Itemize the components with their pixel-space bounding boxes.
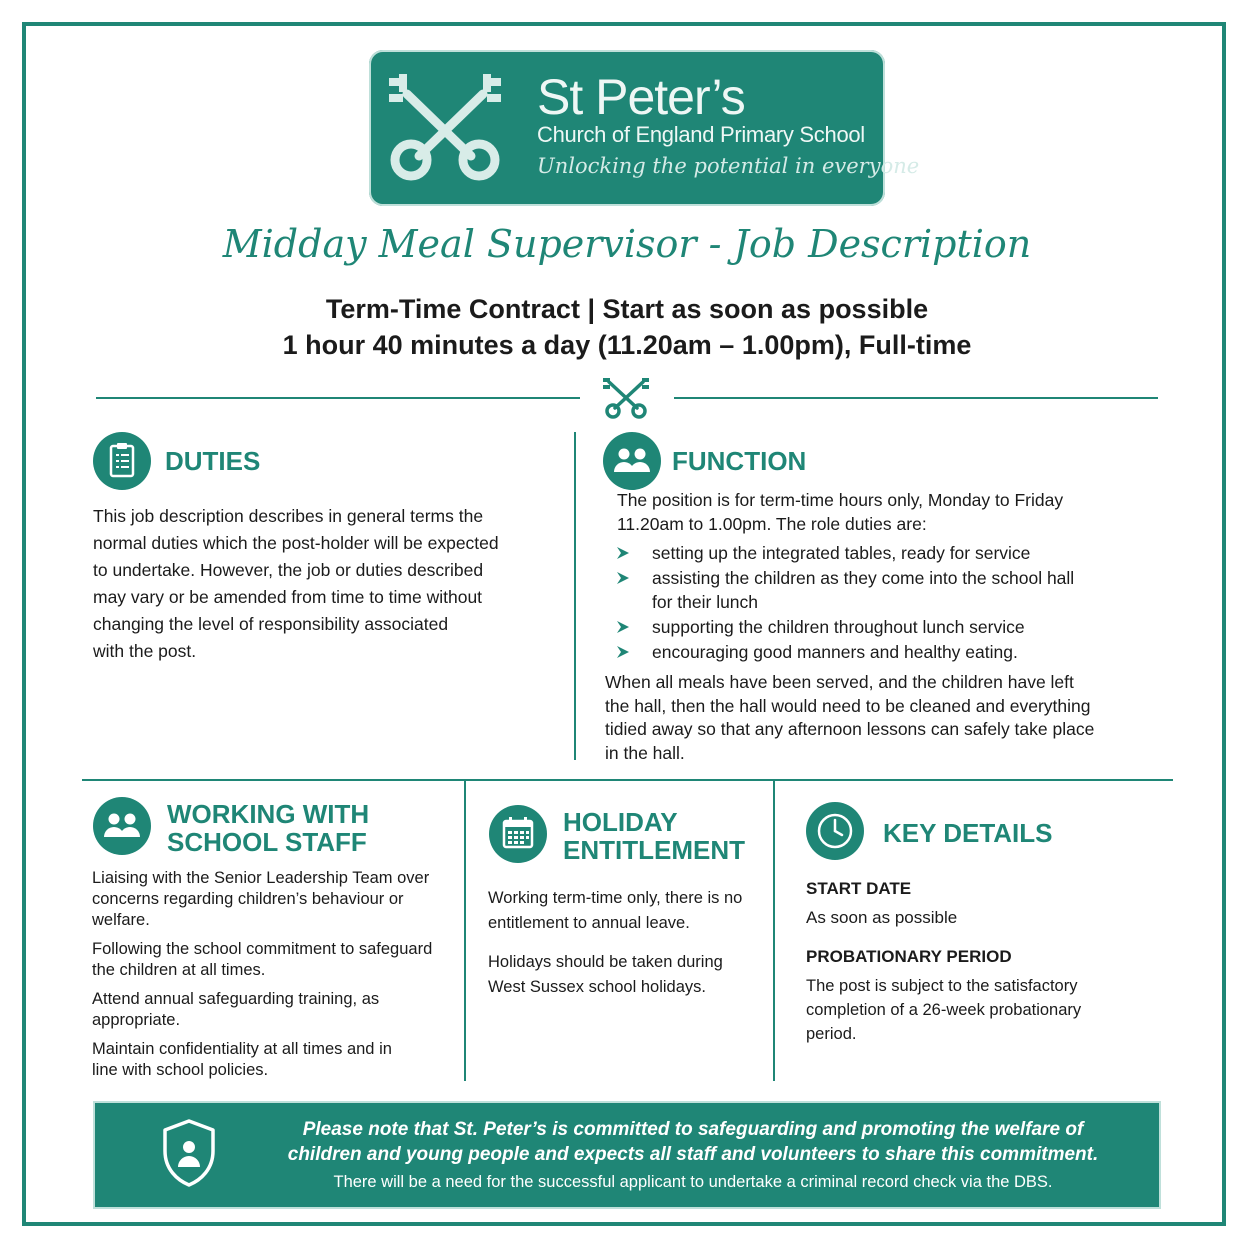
key-details-heading: KEY DETAILS — [883, 818, 1053, 848]
duties-line: may vary or be amended from time to time… — [93, 587, 483, 607]
holiday-para: Holidays should be taken during West Sus… — [488, 953, 723, 996]
list-item: setting up the integrated tables, ready … — [614, 541, 1134, 565]
duties-heading: DUTIES — [165, 446, 261, 476]
contract-line: Term-Time Contract | Start as soon as po… — [325, 294, 929, 324]
working-item: Attend annual safeguarding training, as … — [92, 990, 380, 1029]
clock-icon — [806, 802, 864, 860]
holiday-heading-line: ENTITLEMENT — [563, 835, 745, 865]
notice-line: children and young people and expects al… — [287, 1144, 1099, 1165]
function-closing-line: in the hall. — [605, 742, 685, 763]
function-closing-line: When all meals have been served, and the… — [605, 672, 1074, 692]
bullet-text: supporting the children throughout lunch… — [652, 617, 1025, 637]
working-heading-line: WORKING WITH — [167, 799, 370, 829]
safeguarding-notice: Please note that St. Peter’s is committe… — [93, 1101, 1161, 1209]
holiday-para: Working term-time only, there is no enti… — [488, 889, 743, 932]
arrow-bullet-icon — [617, 646, 629, 658]
column-divider — [574, 432, 576, 760]
working-item: Liaising with the Senior Leadership Team… — [92, 869, 430, 929]
duties-line: This job description describes in genera… — [93, 506, 484, 526]
list-item: assisting the children as they come into… — [614, 566, 1092, 614]
calendar-icon — [489, 805, 547, 863]
start-date-value: As soon as possible — [806, 908, 958, 927]
holiday-heading: HOLIDAY ENTITLEMENT — [563, 808, 745, 864]
divider-left — [96, 397, 580, 399]
working-item: Following the school commitment to safeg… — [92, 940, 433, 979]
function-heading: FUNCTION — [672, 446, 807, 476]
duties-line: with the post. — [93, 641, 197, 661]
holiday-text: Working term-time only, there is no enti… — [488, 886, 758, 1000]
page-border — [22, 22, 1226, 1226]
working-heading: WORKING WITH SCHOOL STAFF — [167, 800, 369, 856]
arrow-bullet-icon — [617, 621, 629, 633]
function-closing: When all meals have been served, and the… — [605, 671, 1165, 765]
arrow-bullet-icon — [617, 547, 629, 559]
working-item: Maintain confidentiality at all times an… — [92, 1040, 392, 1079]
probation-label: PROBATIONARY PERIOD — [806, 947, 1012, 966]
page-title: Midday Meal Supervisor - Job Description — [222, 222, 1032, 266]
column-divider — [773, 781, 775, 1081]
function-closing-line: the hall, then the hall would need to be… — [605, 695, 1091, 716]
row-divider — [82, 779, 1173, 781]
school-subtitle: Church of England Primary School — [537, 122, 865, 147]
list-item: encouraging good manners and healthy eat… — [614, 640, 1134, 664]
school-motto: Unlocking the potential in everyone — [537, 154, 920, 178]
probation-value: The post is subject to the satisfactory … — [806, 977, 1082, 1043]
hours-line: 1 hour 40 minutes a day (11.20am – 1.00p… — [282, 330, 972, 360]
column-divider — [464, 781, 466, 1081]
start-date-label: START DATE — [806, 879, 912, 898]
list-item: supporting the children throughout lunch… — [614, 615, 1134, 639]
working-text: Liaising with the Senior Leadership Team… — [92, 868, 437, 1081]
function-intro-line: The position is for term-time hours only… — [617, 490, 1064, 510]
function-bullet-list: setting up the integrated tables, ready … — [614, 541, 1134, 665]
working-heading-line: SCHOOL STAFF — [167, 827, 367, 857]
function-intro: The position is for term-time hours only… — [617, 488, 1157, 536]
duties-line: changing the level of responsibility ass… — [93, 614, 449, 634]
bullet-text: setting up the integrated tables, ready … — [652, 543, 1031, 563]
school-name: St Peter’s — [537, 69, 746, 125]
people-icon — [93, 797, 151, 855]
function-closing-line: tidied away so that any afternoon lesson… — [605, 719, 1095, 739]
shield-person-icon — [163, 1119, 215, 1187]
duties-text: This job description describes in genera… — [93, 503, 563, 665]
bullet-text: assisting the children as they come into… — [652, 568, 1075, 612]
notice-line: Please note that St. Peter’s is committe… — [302, 1119, 1084, 1140]
people-icon — [603, 432, 661, 490]
holiday-heading-line: HOLIDAY — [563, 807, 678, 837]
crossed-keys-divider-icon — [603, 378, 649, 419]
crossed-keys-icon — [389, 74, 501, 181]
clipboard-icon — [93, 432, 151, 490]
notice-line: There will be a need for the successful … — [333, 1173, 1053, 1191]
divider-right — [674, 397, 1158, 399]
school-logo: St Peter’s Church of England Primary Sch… — [369, 50, 919, 206]
function-intro-line: 11.20am to 1.00pm. The role duties are: — [617, 514, 927, 534]
duties-line: to undertake. However, the job or duties… — [93, 560, 484, 580]
arrow-bullet-icon — [617, 572, 629, 584]
bullet-text: encouraging good manners and healthy eat… — [652, 642, 1018, 662]
duties-line: normal duties which the post-holder will… — [93, 533, 499, 553]
